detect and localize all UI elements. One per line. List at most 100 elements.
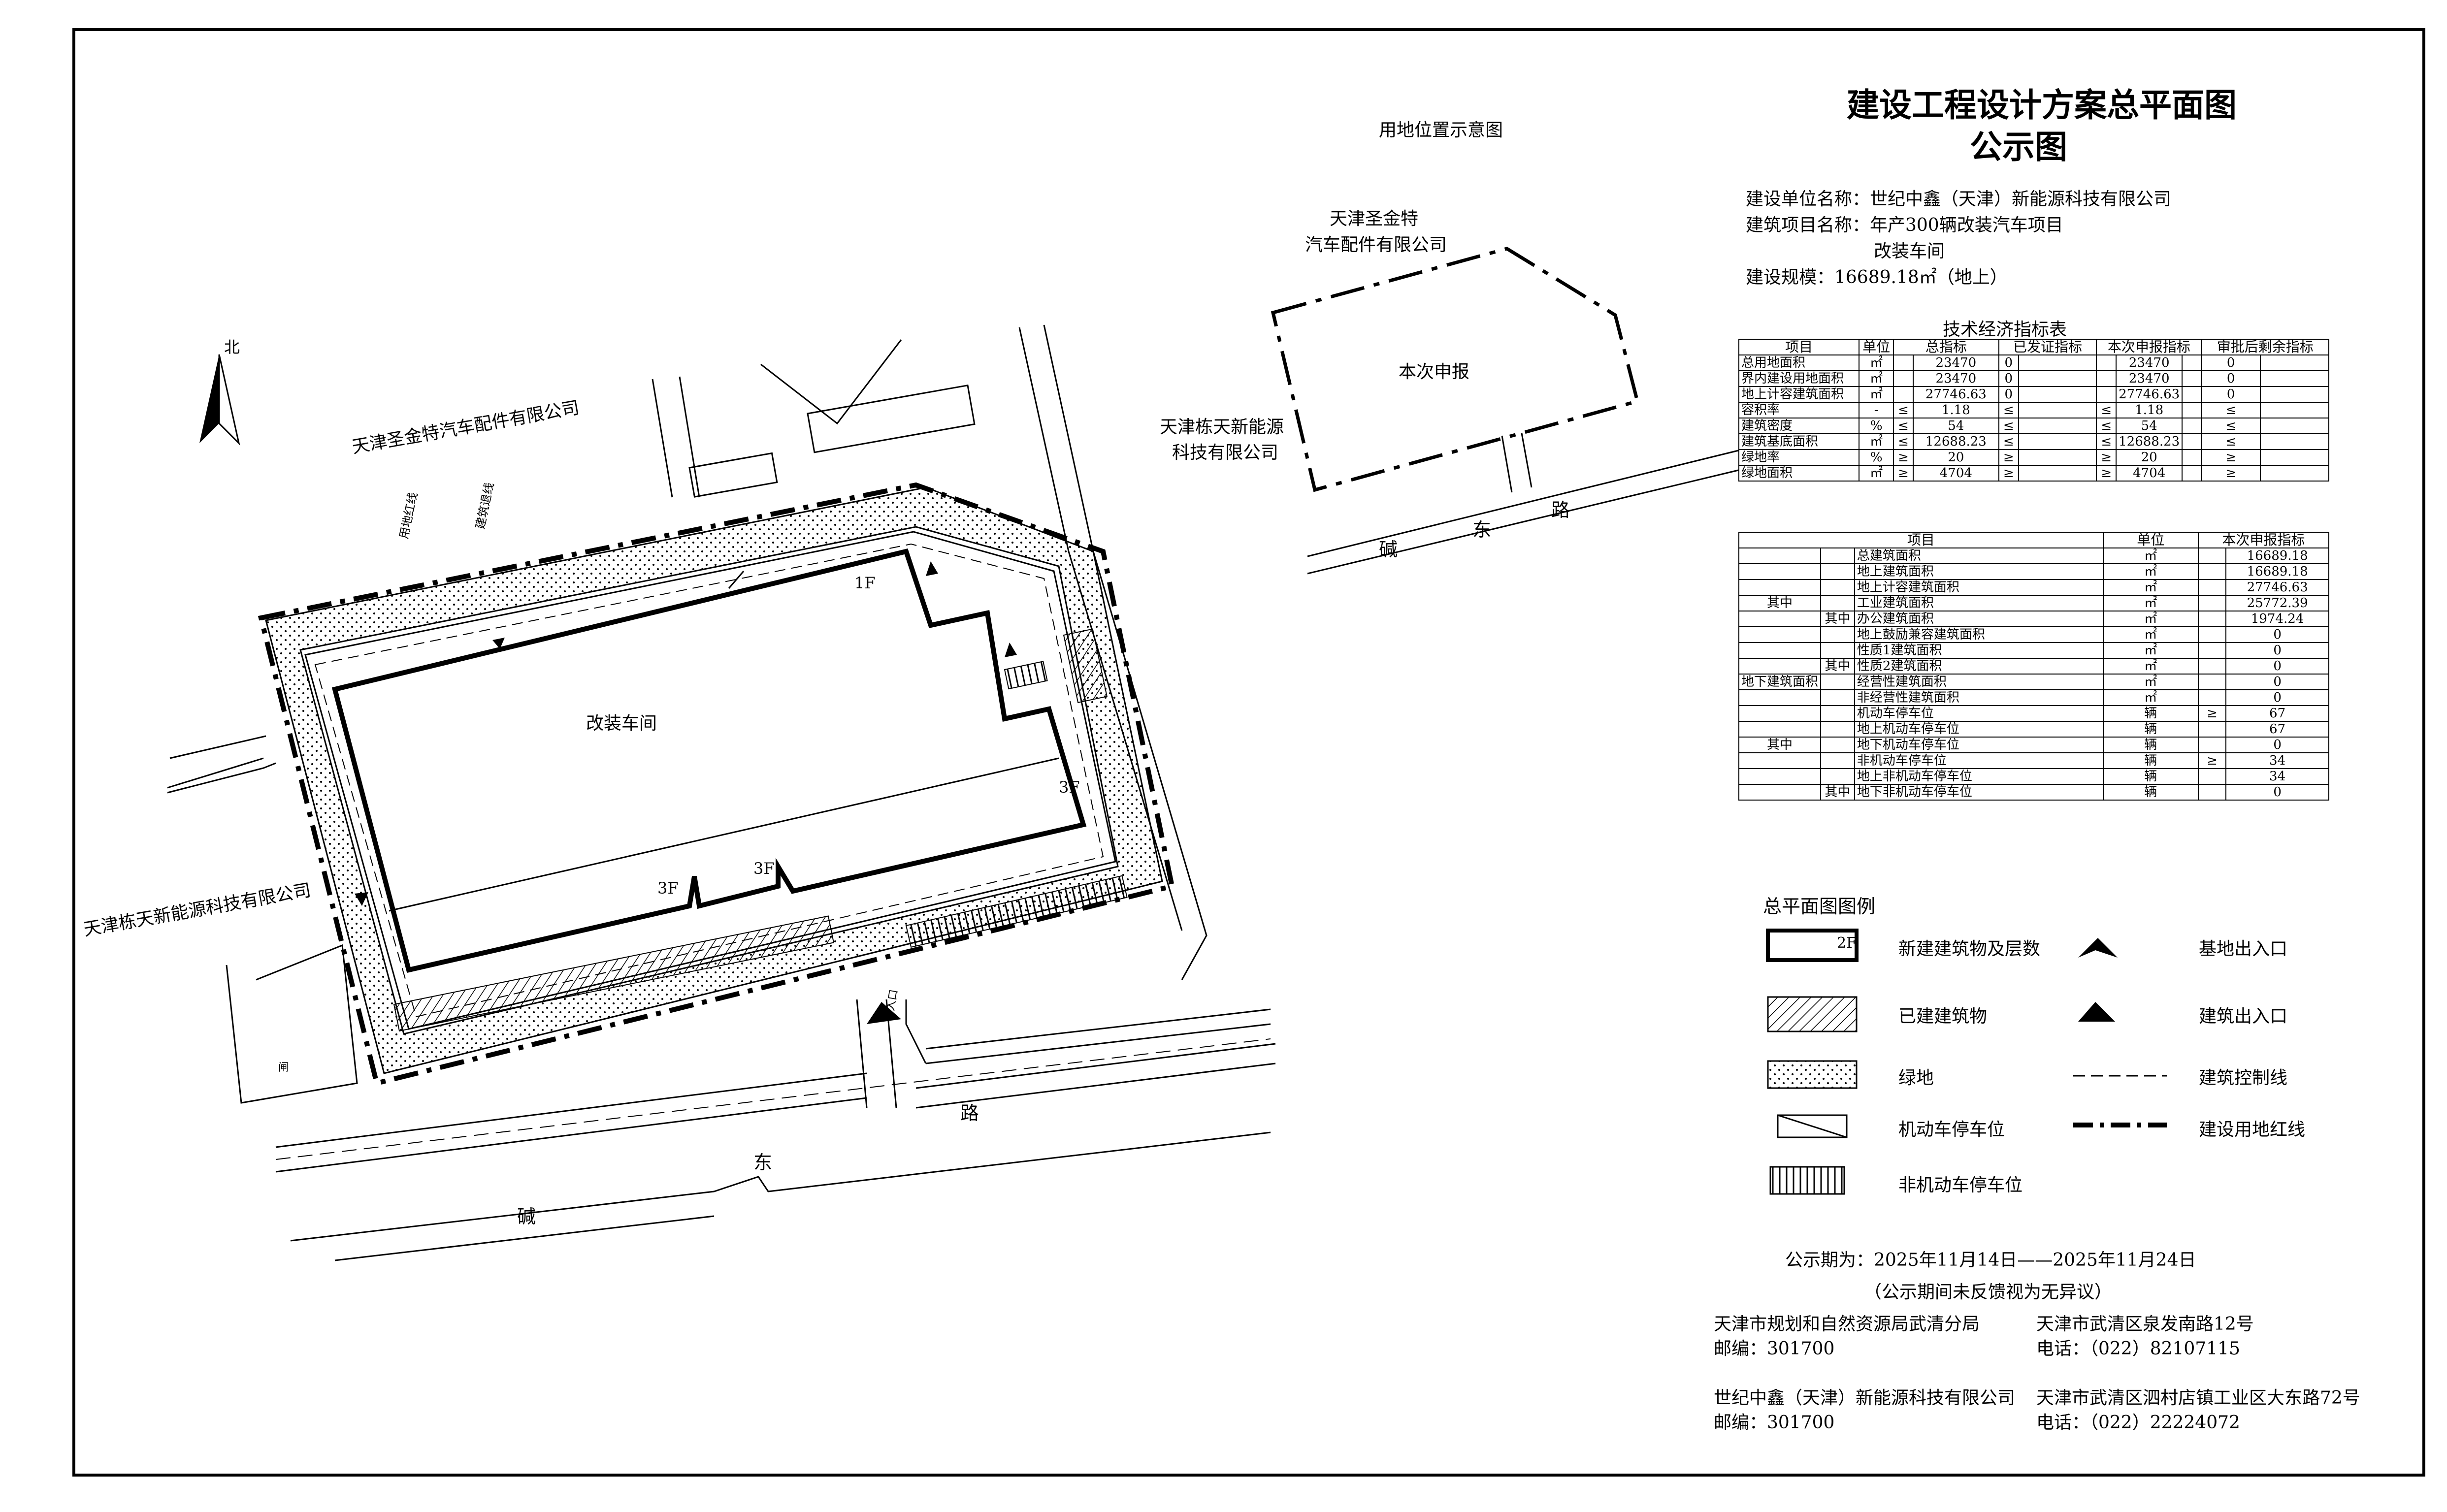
index-cell: 67 — [2225, 721, 2329, 738]
index-cell: ≤ — [2096, 433, 2117, 450]
parking-strip-bottom — [393, 915, 835, 1032]
index-cell — [2018, 370, 2097, 387]
locator-left-company-2: 科技有限公司 — [1172, 443, 1279, 463]
north-arrow-icon — [199, 354, 240, 446]
index-cell: 经营性建筑面积 — [1854, 674, 2104, 690]
index-cell: 23470 — [2116, 354, 2183, 371]
org2-zip: 邮编：301700 — [1714, 1413, 1835, 1433]
org2-tel: 电话：（022）22224072 — [2036, 1413, 2240, 1433]
index-cell: 1974.24 — [2225, 611, 2329, 627]
index-cell: ≥ — [1893, 465, 1914, 482]
index-cell: ㎡ — [1859, 465, 1894, 482]
parking-strip-right — [1063, 628, 1108, 704]
index-cell: 27746.63 — [2225, 579, 2329, 596]
index-cell — [2197, 737, 2227, 753]
index-cell — [2259, 418, 2330, 434]
index-cell — [2259, 370, 2330, 387]
building-entrance-icon-3 — [492, 638, 505, 649]
index-cell — [1893, 386, 1914, 403]
index-cell: ㎡ — [1859, 370, 1894, 387]
index-cell: 0 — [2225, 674, 2329, 690]
index-cell: ㎡ — [2102, 626, 2199, 643]
index-cell: 54 — [1912, 418, 1999, 434]
index-cell — [2018, 402, 2097, 418]
index-subgroup-cell — [1820, 768, 1855, 785]
index-group-cell — [1738, 547, 1822, 564]
index-cell — [2197, 674, 2227, 690]
index-cell — [2259, 354, 2330, 371]
index-cell — [2018, 418, 2097, 434]
index-cell — [2197, 626, 2227, 643]
index-cell: 0 — [2225, 642, 2329, 659]
index-cell: 容积率 — [1738, 402, 1860, 418]
index-cell — [2259, 433, 2330, 450]
index-subgroup-cell — [1820, 579, 1855, 596]
index-cell: 1.18 — [2116, 402, 2183, 418]
index-cell: 0 — [2225, 689, 2329, 706]
index-cell: ≤ — [1998, 402, 2019, 418]
index-cell: 4704 — [2116, 465, 2183, 482]
locator-left-company-1: 天津栋天新能源 — [1160, 417, 1284, 437]
site-red-line — [258, 482, 1175, 1087]
index-cell: ㎡ — [2102, 674, 2199, 690]
index-cell: 0 — [2201, 354, 2261, 371]
index-cell — [2197, 611, 2227, 627]
index-subgroup-cell — [1820, 674, 1855, 690]
index-row: 绿地率%≥20≥≥20≥ — [1738, 449, 2330, 466]
road-char-3: 路 — [960, 1102, 979, 1124]
index-cell: 建筑基底面积 — [1738, 433, 1860, 450]
index-cell: 4704 — [1912, 465, 1999, 482]
index-cell: 0 — [1998, 386, 2019, 403]
notice-period: 公示期为：2025年11月14日——2025年11月24日 — [1785, 1250, 2196, 1270]
index-cell: 0 — [2225, 658, 2329, 675]
index-cell: ≤ — [2096, 402, 2117, 418]
index-cell: 1.18 — [1912, 402, 1999, 418]
index-cell: 性质1建筑面积 — [1854, 642, 2104, 659]
index-group-cell — [1738, 658, 1822, 675]
index-cell: % — [1859, 418, 1894, 434]
index-subgroup-cell — [1820, 563, 1855, 580]
index-cell: 性质2建筑面积 — [1854, 658, 2104, 675]
index-cell — [2018, 386, 2097, 403]
th-issued: 已发证指标 — [1998, 339, 2097, 355]
floor-3f-label-c: 3F — [753, 859, 775, 878]
index-group-cell: 其中 — [1738, 595, 1822, 611]
index-cell — [2182, 418, 2202, 434]
index-cell: ㎡ — [2102, 595, 2199, 611]
index-cell: ㎡ — [1859, 386, 1894, 403]
road-centerline — [275, 1038, 1271, 1160]
road-lines — [275, 999, 1276, 1261]
index-group-cell — [1738, 579, 1822, 596]
index-group-cell — [1738, 689, 1822, 706]
index-cell — [2259, 449, 2330, 466]
index-cell: 0 — [2225, 784, 2329, 801]
index-cell: ㎡ — [2102, 689, 2199, 706]
index-cell: ≥ — [1998, 465, 2019, 482]
index-cell: 27746.63 — [1912, 386, 1999, 403]
th-current: 本次申报指标 — [2096, 339, 2202, 355]
legend-existing-building: 已建建筑物 — [1898, 1006, 1988, 1027]
index-cell: ≤ — [2201, 402, 2261, 418]
floor-3f-label-b: 3F — [657, 879, 679, 898]
index-cell: 0 — [2201, 370, 2261, 387]
index-cell: 地下非机动车停车位 — [1854, 784, 2104, 801]
index-cell — [2197, 547, 2227, 564]
index-cell — [2182, 433, 2202, 450]
index-cell — [2018, 465, 2097, 482]
locator-road-char-2: 东 — [1472, 519, 1492, 541]
index-cell: 总建筑面积 — [1854, 547, 2104, 564]
index-subgroup-cell: 其中 — [1820, 658, 1855, 675]
index-cell — [2182, 465, 2202, 482]
index-cell: ≤ — [2201, 418, 2261, 434]
index-subgroup-cell: 其中 — [1820, 784, 1855, 801]
building-3f-line — [389, 757, 1059, 912]
index-cell — [2096, 354, 2117, 371]
index-cell: - — [1859, 402, 1894, 418]
index-cell — [1893, 370, 1914, 387]
